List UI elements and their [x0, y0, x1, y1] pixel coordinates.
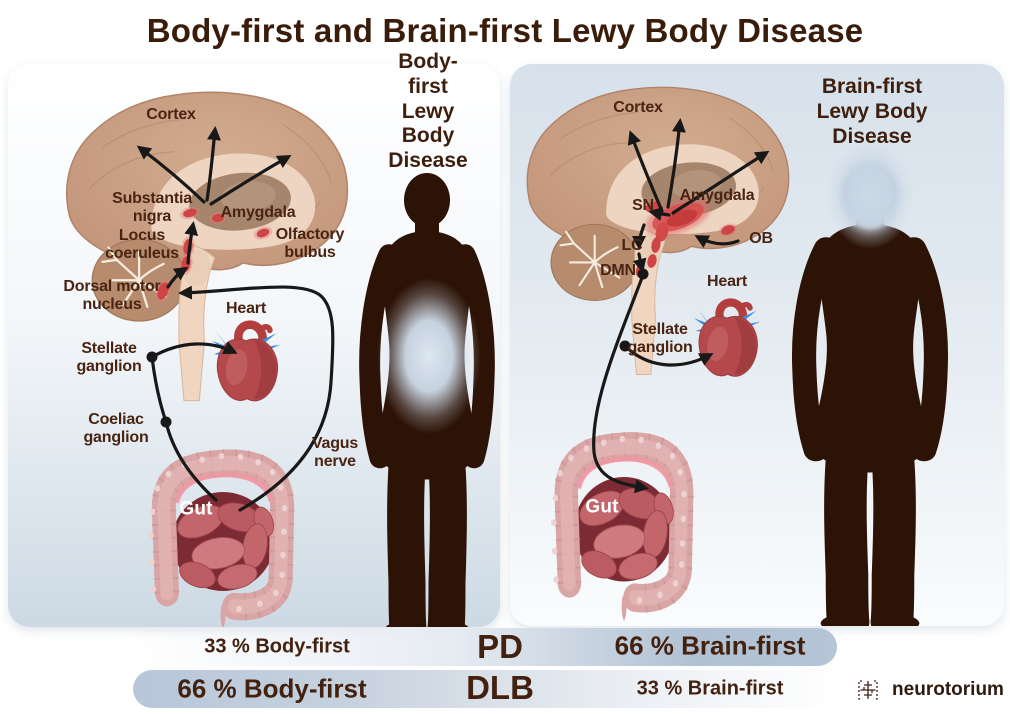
neurotorium-brand: neurotorium: [892, 679, 1004, 700]
body-first-title: Body-first Lewy Body Disease: [388, 50, 468, 173]
stellate-ganglion-node-left: [146, 351, 158, 363]
label-amygdala-right: Amygdala: [679, 187, 755, 205]
coeliac-ganglion-node: [160, 416, 172, 428]
head-origin-glow: [826, 141, 914, 249]
label-sn: SN: [632, 197, 654, 215]
pathway-arrows-right: [592, 118, 770, 494]
label-gut-left: Gut: [179, 498, 213, 520]
stellate-ganglion-node-right: [619, 340, 631, 352]
pd-brain-first-stat: 66 % Brain-first: [614, 630, 806, 661]
brain-first-panel: Brain-first Lewy Body Disease: [510, 64, 1004, 626]
dlb-body-first-stat: 66 % Body-first: [177, 673, 367, 704]
label-lc: LC: [621, 237, 643, 255]
label-cortex-right: Cortex: [613, 99, 663, 117]
brain-first-illustration: [526, 86, 1004, 626]
label-ob: OB: [749, 230, 773, 248]
label-cortex-left: Cortex: [146, 106, 196, 124]
label-heart-left: Heart: [226, 300, 266, 318]
label-substantia-nigra: Substantia nigra: [112, 190, 192, 225]
brain-first-title: Brain-first Lewy Body Disease: [816, 74, 928, 148]
label-stellate-ganglion-left: Stellate ganglion: [76, 340, 142, 375]
label-stellate-ganglion-right: Stellate ganglion: [627, 321, 693, 356]
pathway-arrows-left: [136, 126, 335, 512]
label-amygdala-left: Amygdala: [220, 204, 296, 222]
neurotorium-logo-icon: [858, 680, 878, 700]
pd-proportion-bar: [133, 628, 837, 666]
label-coeliac-ganglion: Coeliac ganglion: [83, 411, 149, 446]
dmn-node: [637, 268, 649, 280]
body-first-illustration: [65, 91, 500, 627]
dlb-condition-label: DLB: [466, 669, 534, 706]
label-dorsal-motor-nucleus: Dorsal motor nucleus: [63, 278, 161, 313]
label-heart-right: Heart: [707, 273, 747, 291]
page-title: Body-first and Brain-first Lewy Body Dis…: [146, 12, 864, 49]
body-first-panel: Body-first Lewy Body Disease: [8, 50, 500, 627]
dlb-proportion-bar: [133, 670, 837, 708]
pd-condition-label: PD: [477, 628, 523, 665]
label-dmn: DMN: [600, 262, 636, 280]
dlb-brain-first-stat: 33 % Brain-first: [636, 677, 784, 700]
label-locus-coeruleus: Locus coeruleus: [105, 227, 179, 262]
label-olfactory-bulbus: Olfactory bulbus: [275, 226, 345, 261]
pd-body-first-stat: 33 % Body-first: [204, 635, 350, 658]
label-vagus-nerve: Vagus nerve: [311, 435, 359, 470]
gut-origin-glow: [377, 278, 481, 434]
label-gut-right: Gut: [585, 496, 619, 518]
